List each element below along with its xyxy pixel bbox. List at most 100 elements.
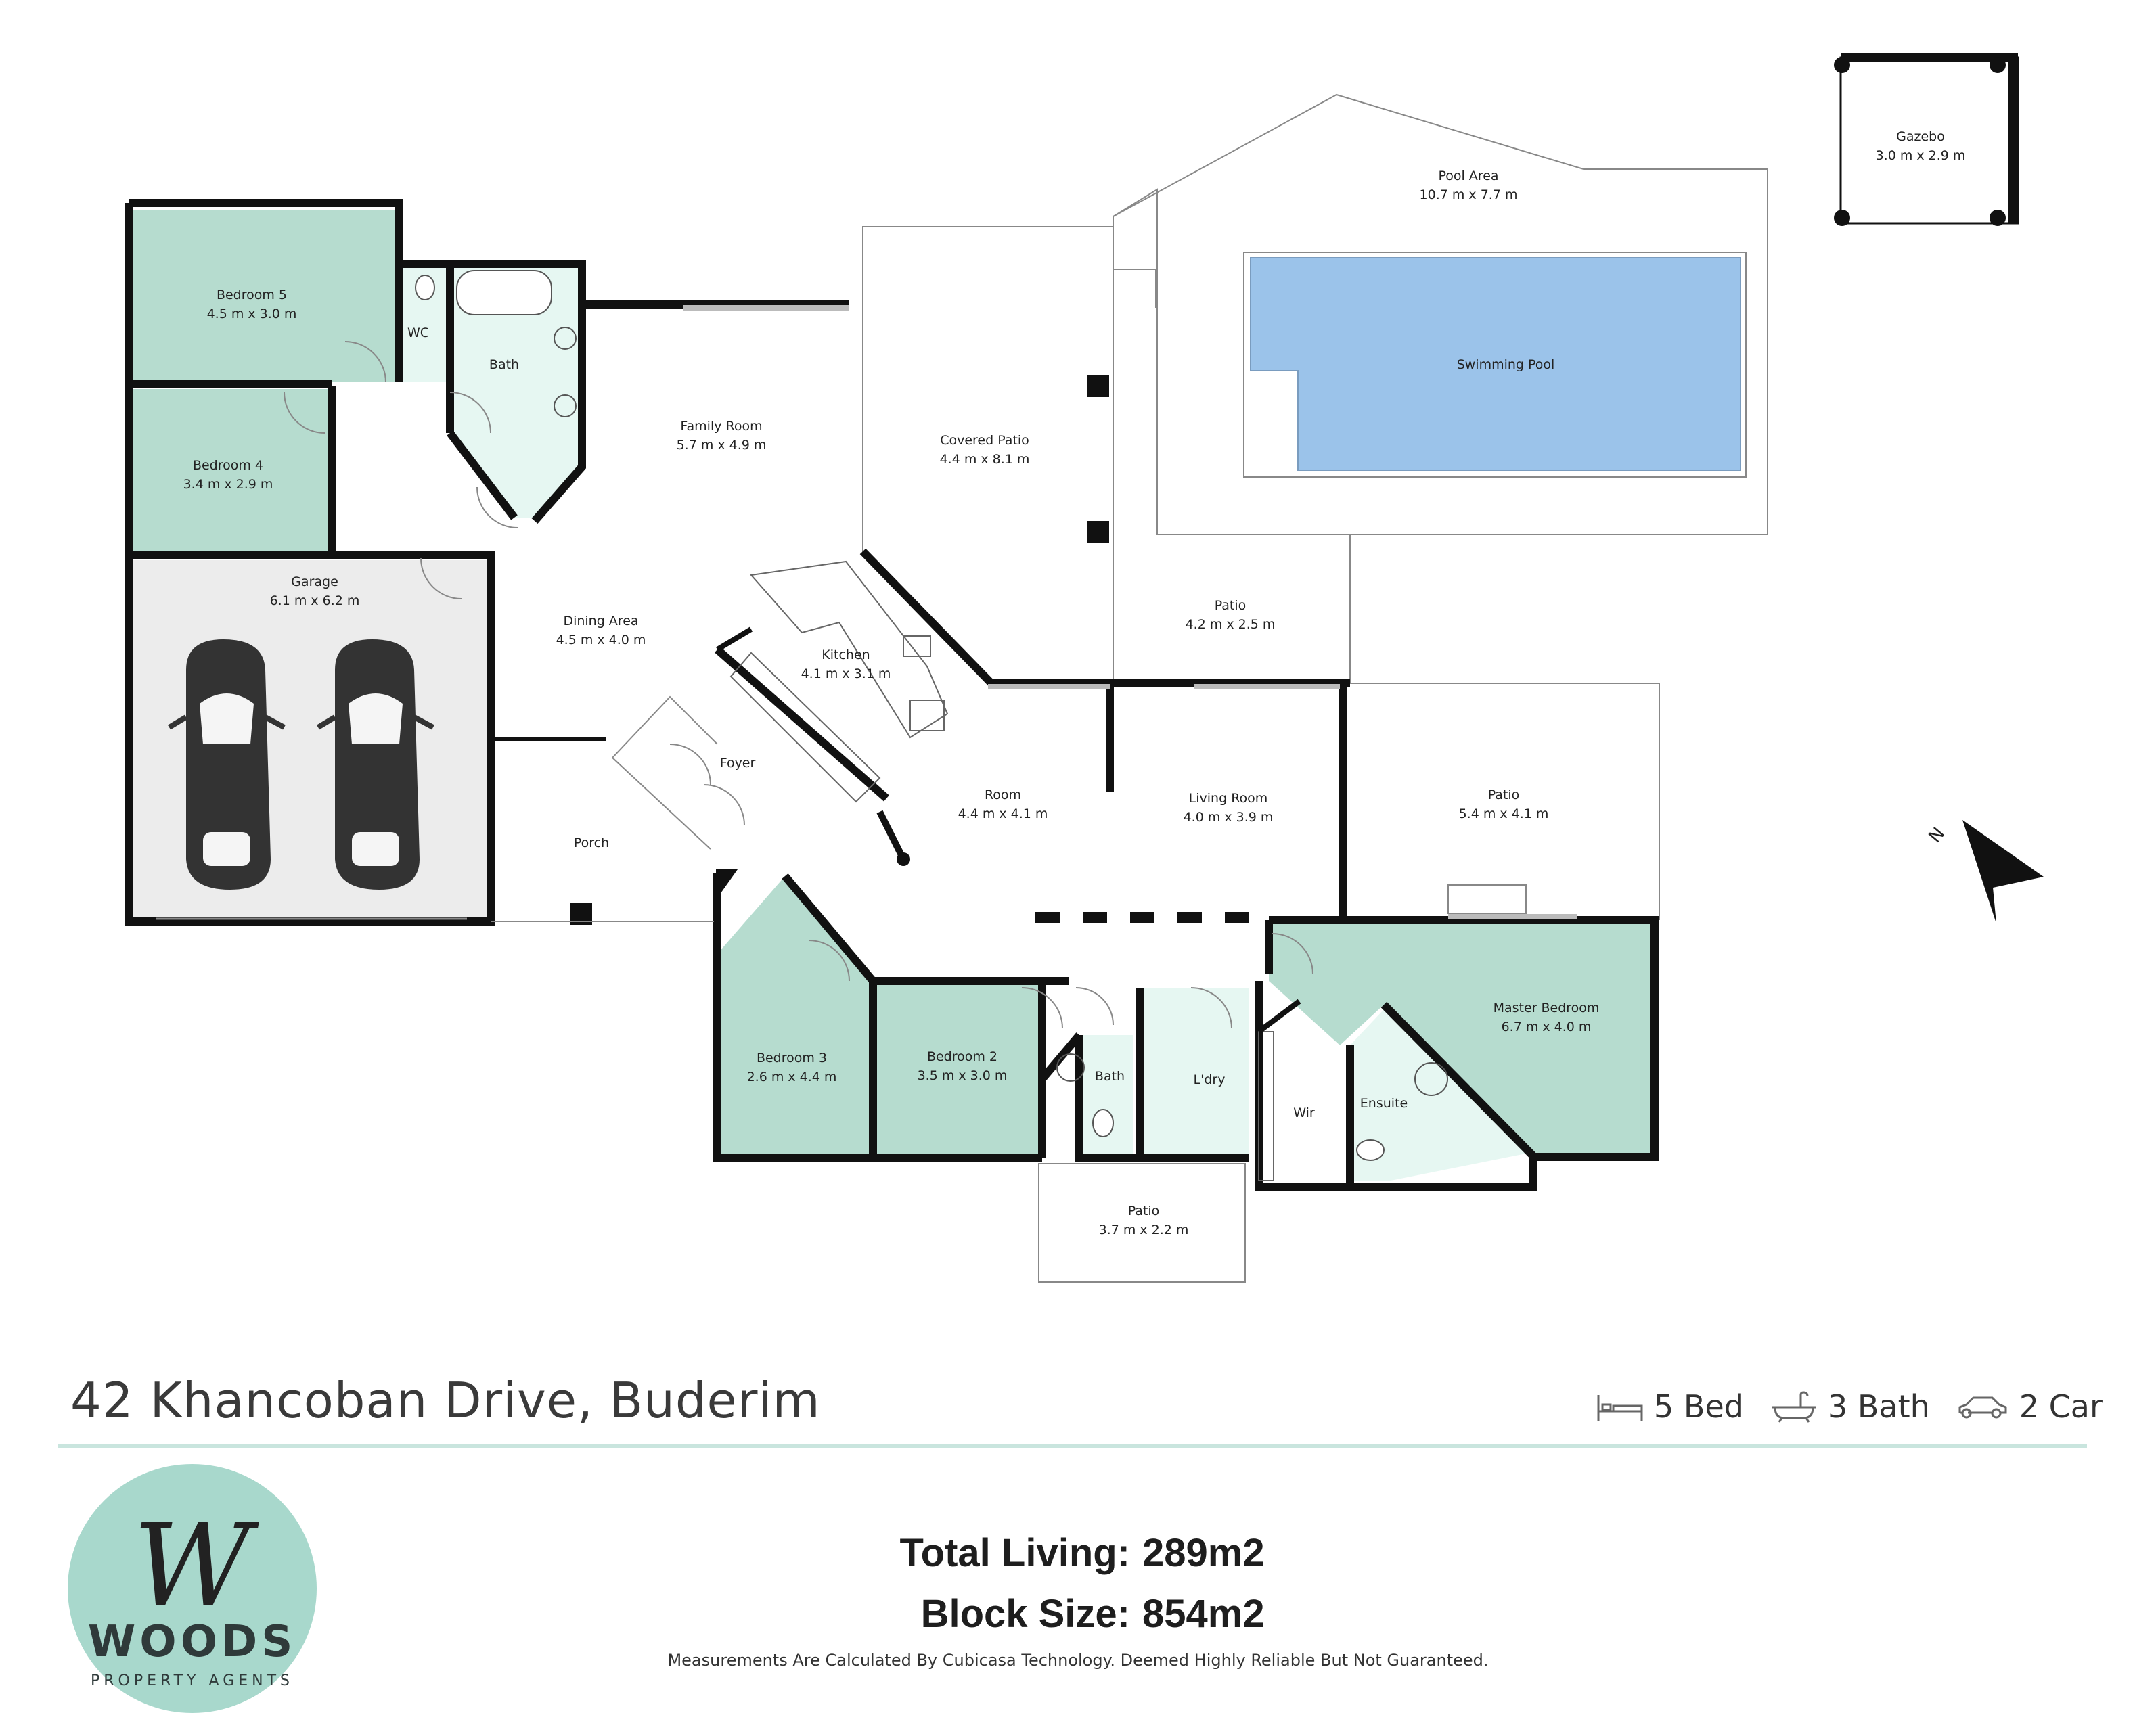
svg-text:Foyer: Foyer <box>720 756 756 771</box>
room-label-gazebo: Gazebo 3.0 m x 2.9 m <box>1876 129 1966 163</box>
svg-text:Bedroom 3: Bedroom 3 <box>757 1051 827 1066</box>
master-bedroom-floor <box>1269 923 1655 1156</box>
svg-text:Ensuite: Ensuite <box>1360 1096 1408 1111</box>
sink <box>554 327 577 350</box>
svg-text:10.7 m x 7.7 m: 10.7 m x 7.7 m <box>1420 187 1518 202</box>
room-label-bedroom3: Bedroom 3 2.6 m x 4.4 m <box>747 1051 837 1084</box>
svg-text:Gazebo: Gazebo <box>1896 129 1945 144</box>
room-label-pool-area: Pool Area 10.7 m x 7.7 m <box>1420 168 1518 202</box>
total-living-row: Total Living: 289m2 <box>880 1530 1286 1591</box>
room-label-dining-area: Dining Area 4.5 m x 4.0 m <box>556 614 646 647</box>
svg-text:Family Room: Family Room <box>680 419 762 434</box>
total-living-label: Total Living: <box>899 1531 1130 1575</box>
svg-text:Dining Area: Dining Area <box>563 614 638 629</box>
svg-text:Covered Patio: Covered Patio <box>940 433 1029 448</box>
toilet <box>415 275 435 300</box>
svg-text:2.6 m x 4.4 m: 2.6 m x 4.4 m <box>747 1070 837 1084</box>
room-label-foyer: Foyer <box>720 756 756 771</box>
bed-icon <box>1597 1395 1643 1421</box>
pool-area-outline <box>1113 93 1768 535</box>
car-icon <box>167 639 286 890</box>
car-icon <box>316 639 434 890</box>
svg-text:4.1 m x 3.1 m: 4.1 m x 3.1 m <box>801 666 891 681</box>
ensuite-floor <box>1350 1009 1526 1181</box>
floor-plan: N Gazebo 3.0 m x 2.9 m Pool Area 10.7 m … <box>125 53 2044 1283</box>
bedroom2-floor <box>876 981 1042 1156</box>
svg-text:3.0 m x 2.9 m: 3.0 m x 2.9 m <box>1876 148 1966 163</box>
wardrobe <box>1258 1031 1274 1181</box>
room-label-patio-right: Patio 5.4 m x 4.1 m <box>1459 787 1549 821</box>
bath-count-label: 3 Bath <box>1827 1388 1930 1425</box>
svg-text:Living Room: Living Room <box>1189 791 1268 806</box>
svg-text:3.7 m x 2.2 m: 3.7 m x 2.2 m <box>1099 1223 1189 1237</box>
bath-count: 3 Bath <box>1770 1388 1930 1425</box>
bath-main-floor <box>450 267 582 518</box>
svg-text:5.7 m x 4.9 m: 5.7 m x 4.9 m <box>677 438 767 453</box>
svg-text:Kitchen: Kitchen <box>822 647 870 662</box>
room-label-porch: Porch <box>574 836 609 850</box>
svg-text:WC: WC <box>407 325 429 340</box>
room-label-kitchen: Kitchen 4.1 m x 3.1 m <box>801 647 891 681</box>
car-count-label: 2 Car <box>2019 1388 2103 1425</box>
disclaimer: Measurements Are Calculated By Cubicasa … <box>667 1651 1489 1670</box>
room-label-family-room: Family Room 5.7 m x 4.9 m <box>677 419 767 453</box>
svg-text:Master Bedroom: Master Bedroom <box>1494 1001 1600 1015</box>
car-count: 2 Car <box>1956 1388 2103 1425</box>
property-features: 5 Bed 3 Bath 2 Car <box>1596 1383 2103 1430</box>
room-label-patio-upper: Patio 4.2 m x 2.5 m <box>1186 598 1276 632</box>
svg-text:Bath: Bath <box>489 357 519 372</box>
room-label-laundry: L'dry <box>1194 1072 1226 1087</box>
bedroom3-floor <box>717 876 870 1156</box>
block-size-row: Block Size: 854m2 <box>880 1591 1286 1652</box>
bedroom4-floor <box>132 389 332 555</box>
logo-tagline: PROPERTY AGENTS <box>90 1672 294 1689</box>
svg-text:Bedroom 4: Bedroom 4 <box>193 458 263 473</box>
svg-text:Porch: Porch <box>574 836 609 850</box>
svg-text:L'dry: L'dry <box>1194 1072 1226 1087</box>
svg-text:Garage: Garage <box>291 574 338 589</box>
svg-text:Patio: Patio <box>1488 787 1520 802</box>
room-label-wir: Wir <box>1293 1105 1315 1120</box>
garage-floor <box>132 560 487 919</box>
patio-lower-outline <box>1038 1163 1246 1283</box>
room-label-bedroom4: Bedroom 4 3.4 m x 2.9 m <box>183 458 273 492</box>
room-label-bedroom2: Bedroom 2 3.5 m x 3.0 m <box>918 1049 1008 1083</box>
room-label-swimming-pool: Swimming Pool <box>1457 357 1555 372</box>
svg-text:5.4 m x 4.1 m: 5.4 m x 4.1 m <box>1459 806 1549 821</box>
svg-text:4.5 m x 3.0 m: 4.5 m x 3.0 m <box>207 306 297 321</box>
svg-text:Pool Area: Pool Area <box>1438 168 1498 183</box>
room-label-bath-small: Bath <box>1095 1069 1125 1084</box>
total-living-value: 289m2 <box>1142 1531 1265 1575</box>
block-size-value: 854m2 <box>1142 1592 1265 1636</box>
bed-count: 5 Bed <box>1596 1388 1744 1425</box>
divider-line <box>58 1444 2087 1448</box>
room-label-bath-main: Bath <box>489 357 519 372</box>
compass-label: N <box>1925 824 1949 847</box>
bedroom5-floor <box>132 210 399 382</box>
property-address: 42 Khancoban Drive, Buderim <box>70 1372 821 1429</box>
laundry-floor <box>1140 988 1249 1154</box>
svg-text:4.2 m x 2.5 m: 4.2 m x 2.5 m <box>1186 617 1276 632</box>
svg-text:4.4 m x 8.1 m: 4.4 m x 8.1 m <box>940 452 1030 467</box>
svg-text:Bedroom 5: Bedroom 5 <box>217 288 287 302</box>
room-label-ensuite: Ensuite <box>1360 1096 1408 1111</box>
svg-text:3.5 m x 3.0 m: 3.5 m x 3.0 m <box>918 1068 1008 1083</box>
compass: N <box>1925 820 2044 923</box>
svg-text:Room: Room <box>985 787 1021 802</box>
svg-text:Swimming Pool: Swimming Pool <box>1457 357 1555 372</box>
woods-logo: W WOODS PROPERTY AGENTS <box>68 1464 317 1713</box>
bathtub-icon <box>1772 1391 1816 1423</box>
svg-text:Wir: Wir <box>1293 1105 1315 1120</box>
svg-text:Bedroom 2: Bedroom 2 <box>927 1049 997 1064</box>
svg-text:4.5 m x 4.0 m: 4.5 m x 4.0 m <box>556 633 646 647</box>
swimming-pool-water <box>1250 257 1741 471</box>
area-totals: Total Living: 289m2 Block Size: 854m2 <box>880 1530 1286 1652</box>
svg-text:Patio: Patio <box>1128 1204 1160 1218</box>
room-label-covered-patio: Covered Patio 4.4 m x 8.1 m <box>940 433 1030 467</box>
block-size-label: Block Size: <box>920 1592 1130 1636</box>
svg-text:6.7 m x 4.0 m: 6.7 m x 4.0 m <box>1502 1020 1592 1034</box>
svg-text:4.4 m x 4.1 m: 4.4 m x 4.1 m <box>958 806 1048 821</box>
room-label-wc: WC <box>407 325 429 340</box>
svg-text:3.4 m x 2.9 m: 3.4 m x 2.9 m <box>183 477 273 492</box>
room-label-bedroom5: Bedroom 5 4.5 m x 3.0 m <box>207 288 297 321</box>
